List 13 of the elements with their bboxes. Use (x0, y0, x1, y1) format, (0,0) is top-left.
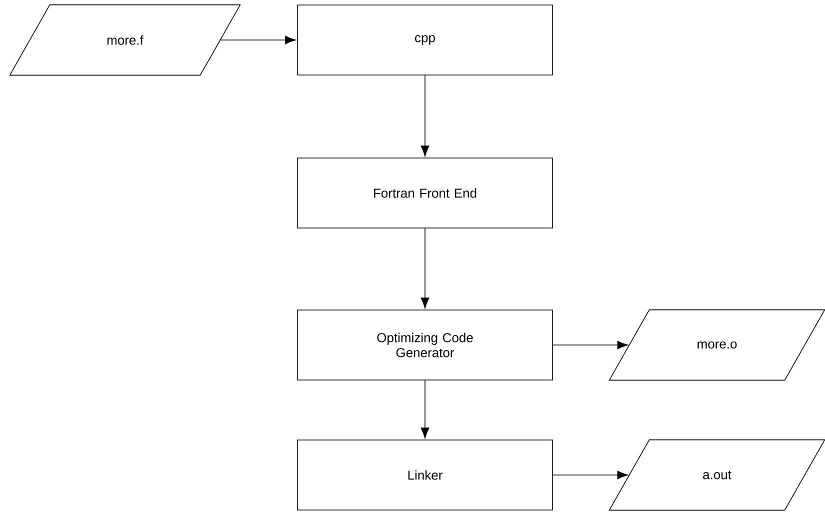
data-parallelogram: a.out (608, 439, 825, 511)
arrow (420, 75, 430, 156)
process-box: Fortran Front End (297, 158, 553, 228)
arrow (220, 36, 296, 44)
arrow (420, 228, 430, 308)
arrow (552, 470, 628, 480)
process-box: Linker (297, 440, 553, 510)
data-parallelogram: more.f (9, 4, 241, 76)
arrow (420, 380, 430, 438)
process-box: cpp (297, 4, 553, 76)
arrow (552, 340, 628, 350)
process-box: Optimizing Code Generator (297, 310, 553, 380)
data-parallelogram: more.o (608, 309, 825, 381)
